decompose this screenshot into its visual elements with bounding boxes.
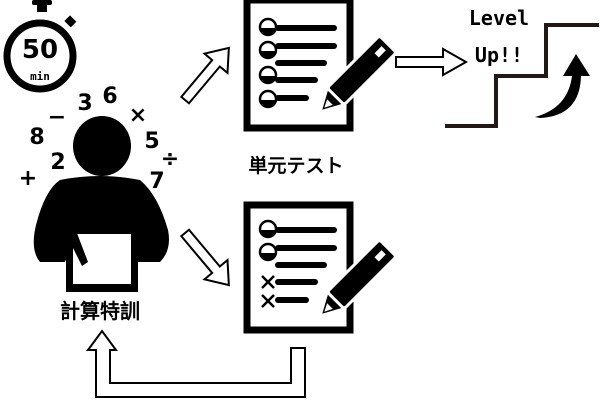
math-symbol: − — [48, 105, 66, 130]
training-label: 計算特訓 — [60, 299, 140, 323]
test-sheet-failed-icon — [243, 201, 397, 334]
math-symbols: 3 6 × − 8 5 ÷ 2 + 7 — [19, 84, 179, 194]
math-symbol: + — [19, 166, 37, 191]
stopwatch-icon: 50 min — [3, 0, 77, 93]
pencil-icon — [317, 239, 397, 319]
math-symbol: × — [129, 103, 147, 128]
student-icon — [33, 116, 169, 292]
level-label: Level — [469, 6, 529, 30]
arrow-down-right-icon — [179, 228, 230, 287]
test-sheet-passed-icon — [243, 0, 397, 132]
math-symbol: 5 — [144, 129, 159, 154]
arrow-up-right-icon — [179, 46, 230, 105]
stairs-icon — [445, 23, 599, 128]
timer-value: 50 — [22, 35, 58, 65]
curved-up-arrow-icon — [535, 54, 590, 118]
pencil-icon — [317, 35, 397, 115]
math-symbol: 8 — [29, 125, 44, 150]
math-symbol: 6 — [102, 84, 117, 109]
math-symbol: ÷ — [161, 147, 179, 172]
arrow-right-icon — [395, 47, 469, 77]
unit-test-label: 単元テスト — [248, 154, 343, 177]
math-symbol: 2 — [50, 150, 65, 175]
up-label: Up!! — [475, 43, 523, 67]
math-symbol: 7 — [149, 169, 164, 194]
math-symbol: 3 — [77, 91, 92, 116]
timer-unit: min — [30, 70, 50, 83]
loop-back-arrow-icon — [86, 329, 306, 398]
